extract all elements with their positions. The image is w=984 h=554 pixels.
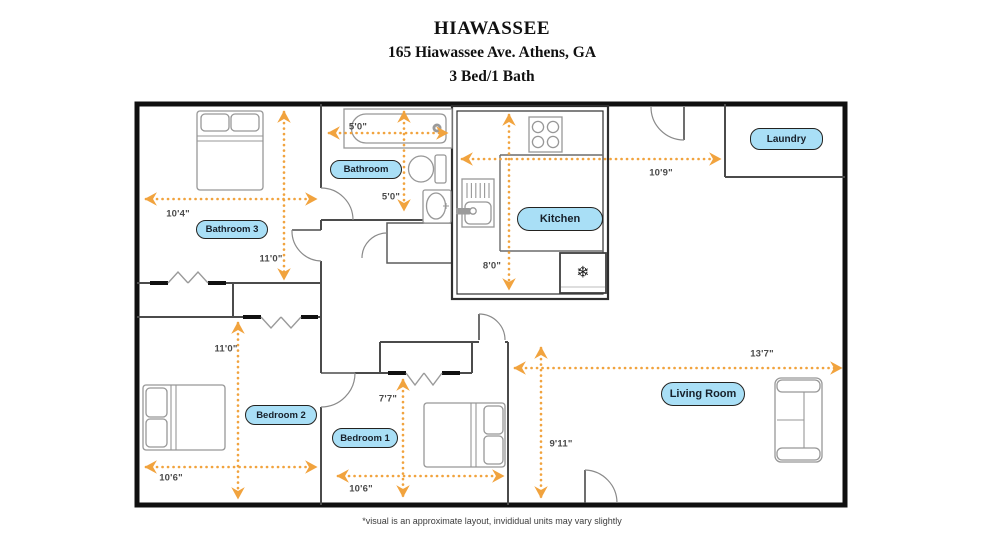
kitchen-counter <box>499 154 603 252</box>
dimension-label-bathroom-length: 5'0" <box>381 191 401 203</box>
hall-closet-door-arc <box>361 232 388 259</box>
dimension-label-bathroom-width: 5'0" <box>348 121 368 133</box>
hall-closet <box>386 222 453 264</box>
plan-header: HIAWASSEE 165 Hiawassee Ave. Athens, GA … <box>0 16 984 88</box>
dining-door-arc <box>650 106 685 141</box>
room-label-bathroom-3: Bathroom 3 <box>196 220 268 239</box>
doors <box>291 106 685 504</box>
dimension-arrows <box>144 110 843 500</box>
bathroom-door-arc <box>320 187 354 221</box>
stove <box>528 116 563 153</box>
bed-bedroom1 <box>423 402 506 468</box>
room-label-living-room: Living Room <box>661 382 745 406</box>
dimension-label-kitchen-width: 10'9" <box>649 167 673 179</box>
bedroom1-entry-door-arc <box>478 313 506 341</box>
dimension-label-bathroom3-length: 11'0" <box>259 253 283 265</box>
dimension-label-kitchen-length: 8'0" <box>482 260 502 272</box>
dimension-label-bedroom1-width: 10'6" <box>349 483 373 495</box>
outer-walls <box>134 101 848 508</box>
bedroom1-door-arc <box>320 372 356 408</box>
bed-bedroom2 <box>142 384 226 451</box>
dimension-label-living-width: 13'7" <box>750 348 774 360</box>
sofa <box>774 377 823 463</box>
sink-faucet-icon <box>456 208 471 215</box>
dimension-label-bedroom1-length: 7'7" <box>378 393 398 405</box>
bathroom-sink <box>422 189 452 224</box>
bed-bathroom3 <box>196 110 264 191</box>
refrigerator: ❄ <box>559 252 607 294</box>
snowflake-icon: ❄ <box>576 263 589 282</box>
dimension-label-living-length: 9'11" <box>549 438 573 450</box>
living-entry-door-arc <box>584 469 618 504</box>
disclaimer-text: *visual is an approximate layout, invidi… <box>362 516 622 526</box>
room-label-bathroom: Bathroom <box>330 160 402 179</box>
closet-doors <box>150 270 460 387</box>
room-label-kitchen: Kitchen <box>517 207 603 231</box>
kitchen-sink <box>456 178 495 228</box>
inner-walls <box>137 104 845 505</box>
page-title: HIAWASSEE <box>433 18 551 39</box>
toilet <box>407 154 447 184</box>
dimension-label-bathroom3-width: 10'4" <box>166 208 190 220</box>
property-address: 165 Hiawassee Ave. Athens, GA <box>387 44 597 61</box>
room-label-bedroom-1: Bedroom 1 <box>332 428 398 448</box>
dimension-label-bedroom2-width: 10'6" <box>159 472 183 484</box>
room-label-laundry: Laundry <box>750 128 823 150</box>
bathroom3-door-arc <box>291 229 322 262</box>
dimension-label-bedroom2-length: 11'0" <box>214 343 238 355</box>
room-label-bedroom-2: Bedroom 2 <box>245 405 317 425</box>
bed-bath-info: 3 Bed/1 Bath <box>449 68 535 85</box>
